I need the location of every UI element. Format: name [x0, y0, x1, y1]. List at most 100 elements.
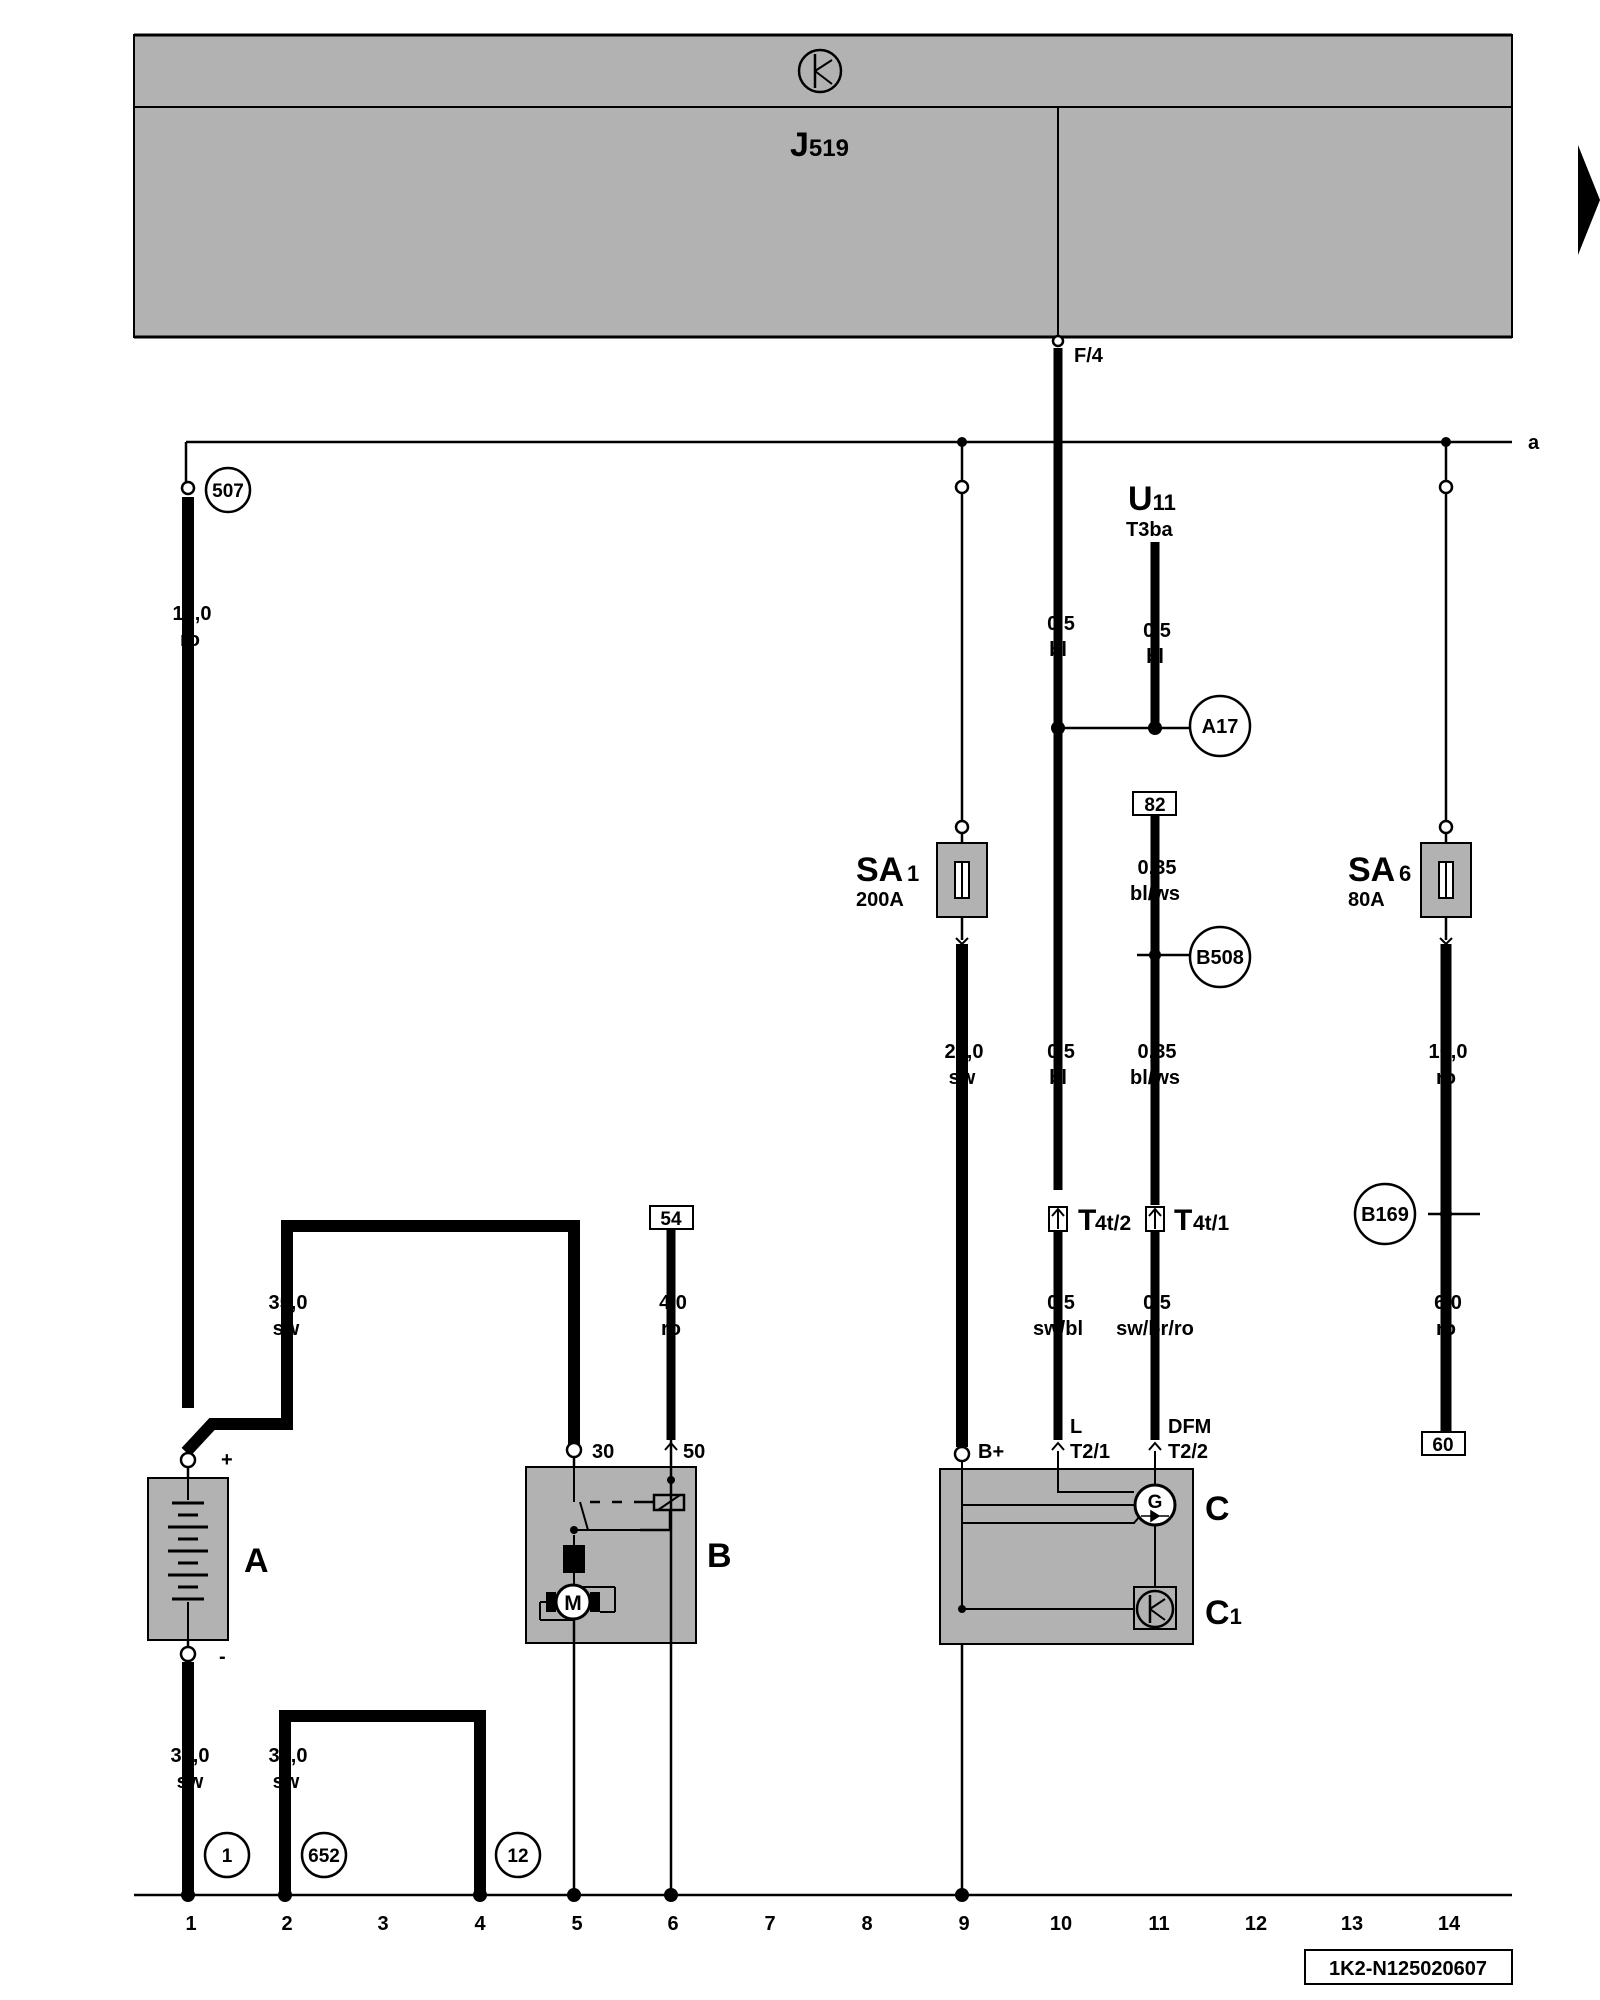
svg-text:T2/2: T2/2	[1168, 1441, 1208, 1463]
alternator-c: G C C1	[939, 1451, 1242, 1645]
svg-text:4t/2: 4t/2	[1095, 1212, 1131, 1235]
drawing-id: 1K2-N125020607	[1329, 1958, 1487, 1980]
svg-text:B+: B+	[978, 1441, 1004, 1463]
wire-size-label: 0,35	[1138, 857, 1177, 879]
fuse-sa6: SA 6 80A	[1348, 842, 1472, 918]
wire-color-label: bl/ws	[1130, 883, 1180, 905]
track-number: 9	[958, 1913, 969, 1935]
svg-text:1: 1	[222, 1846, 233, 1867]
svg-text:-: -	[219, 1646, 226, 1668]
continue-arrow-icon	[1578, 145, 1600, 255]
track-number: 2	[281, 1913, 292, 1935]
wire-color-label: sw	[273, 1771, 300, 1793]
ground-point-12	[494, 1831, 542, 1879]
wire-size-label: 16,0	[173, 603, 212, 625]
svg-text:50: 50	[683, 1441, 705, 1463]
wire-color-label: ro	[180, 629, 200, 651]
track-numbers: 1 2 3 4 5 6 7 8 9 10 11 12 13 14	[185, 1913, 1461, 1935]
track-number: 12	[1245, 1913, 1267, 1935]
ground-point-a17	[1188, 694, 1252, 758]
svg-text:T3ba: T3ba	[1126, 519, 1174, 541]
wire-color-label: sw/bl	[1033, 1318, 1083, 1340]
wire-size-label: 35,0	[171, 1745, 210, 1767]
electronic-symbol-icon	[797, 48, 843, 94]
branch-label-a: a	[1528, 432, 1540, 454]
svg-text:60: 60	[1432, 1435, 1453, 1456]
battery-a: + - A	[147, 1449, 269, 1668]
u11-label: U11	[1128, 480, 1176, 518]
wire-color-label: ro	[1436, 1067, 1456, 1089]
starter-b: 30 M B	[525, 1441, 732, 1644]
connector-t4t2: T 4t/2	[1048, 1204, 1131, 1237]
svg-text:B169: B169	[1361, 1204, 1409, 1226]
wire-size-label: 4,0	[659, 1292, 687, 1314]
svg-text:507: 507	[212, 481, 244, 502]
svg-text:C: C	[1205, 1490, 1230, 1528]
wire-color-label: ro	[1436, 1318, 1456, 1340]
track-number: 6	[667, 1913, 678, 1935]
svg-text:B508: B508	[1196, 947, 1244, 969]
fuse-sa1: SA 1 200A	[856, 842, 988, 918]
svg-text:30: 30	[592, 1441, 614, 1463]
track-number: 13	[1341, 1913, 1363, 1935]
wire-color-label: ro	[661, 1318, 681, 1340]
wire-size-label: 0,5	[1143, 1292, 1171, 1314]
ground-point-507	[204, 466, 252, 514]
ground-point-652	[300, 1831, 348, 1879]
svg-text:1: 1	[907, 861, 919, 886]
wire-size-label: 35,0	[269, 1292, 308, 1314]
svg-text:T2/1: T2/1	[1070, 1441, 1110, 1463]
svg-text:80A: 80A	[1348, 889, 1385, 911]
svg-text:SA: SA	[1348, 851, 1395, 889]
wire-color-label: sw	[949, 1067, 976, 1089]
wire-color-label: sw	[273, 1318, 300, 1340]
wire-size-label: 0,5	[1143, 620, 1171, 642]
terminal-f4: F/4	[1074, 345, 1104, 367]
track-number: 8	[861, 1913, 872, 1935]
wire-size-label: 0,5	[1047, 1041, 1075, 1063]
ground-point-b169	[1353, 1182, 1417, 1246]
wire-size-label: 0,35	[1138, 1041, 1177, 1063]
wire-color-label: bl/ws	[1130, 1067, 1180, 1089]
ground-point-1	[203, 1831, 251, 1879]
svg-text:SA: SA	[856, 851, 903, 889]
svg-text:6: 6	[1399, 861, 1411, 886]
svg-text:12: 12	[507, 1846, 528, 1867]
svg-text:54: 54	[660, 1209, 682, 1230]
wire-size-label: 10,0	[1429, 1041, 1468, 1063]
svg-text:A: A	[244, 1542, 269, 1580]
track-number: 4	[474, 1913, 486, 1935]
svg-text:4t/1: 4t/1	[1193, 1212, 1230, 1235]
ref-box-60	[1421, 1431, 1466, 1456]
svg-text:200A: 200A	[856, 889, 904, 911]
track-number: 14	[1438, 1913, 1461, 1935]
wire-color-label: bl	[1049, 1067, 1067, 1089]
ground-point-b508	[1188, 925, 1252, 989]
drawing-id-box	[1304, 1949, 1513, 1985]
svg-text:DFM: DFM	[1168, 1416, 1211, 1438]
svg-text:T: T	[1174, 1204, 1192, 1237]
track-number: 1	[185, 1913, 196, 1935]
svg-text:652: 652	[308, 1846, 340, 1867]
track-number: 7	[764, 1913, 775, 1935]
svg-text:L: L	[1070, 1416, 1082, 1438]
wire-size-label: 0,5	[1047, 1292, 1075, 1314]
svg-text:B: B	[707, 1537, 732, 1575]
wire-color-label: sw/br/ro	[1116, 1318, 1194, 1340]
wire-size-label: 35,0	[269, 1745, 308, 1767]
wire-size-label: 0,5	[1047, 613, 1075, 635]
motor-icon: M	[564, 1592, 582, 1615]
wire-size-label: 25,0	[945, 1041, 984, 1063]
generator-icon: G	[1148, 1492, 1163, 1513]
track-number: 5	[571, 1913, 582, 1935]
track-number: 10	[1050, 1913, 1072, 1935]
track-number: 3	[377, 1913, 388, 1935]
wire-size-label: 6,0	[1434, 1292, 1462, 1314]
regulator-c1: C1	[1205, 1594, 1242, 1632]
wire-color-label: bl	[1049, 639, 1067, 661]
control-unit-j519: J519	[133, 33, 1513, 339]
control-unit-name: J519	[790, 126, 849, 164]
svg-text:+: +	[221, 1449, 233, 1471]
svg-text:82: 82	[1144, 795, 1165, 816]
